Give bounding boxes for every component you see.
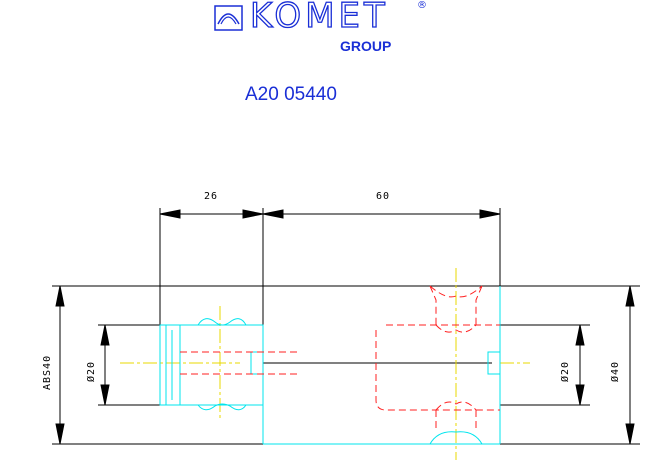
dim-bore-right: Ø20 — [559, 361, 571, 382]
brand-name: KOMET — [249, 0, 389, 37]
dim-abs: ABS40 — [42, 355, 53, 390]
part-number: A20 05440 — [245, 84, 337, 105]
dimension-lines — [55, 209, 635, 445]
brand-group: GROUP — [340, 38, 392, 54]
shank-outline — [159, 318, 264, 411]
hidden-lines — [180, 285, 500, 430]
komet-logo: KOMET ® GROUP — [212, 0, 442, 60]
dim-bore-left: Ø20 — [85, 361, 97, 382]
komet-emblem-icon — [214, 5, 243, 31]
registered-mark: ® — [417, 0, 427, 11]
dim-length-left: 26 — [204, 191, 218, 202]
dim-length-right: 60 — [376, 191, 390, 202]
dim-outer-diameter: Ø40 — [609, 361, 621, 382]
centerlines — [120, 268, 530, 460]
extension-lines — [52, 208, 640, 445]
body-outline — [262, 286, 501, 445]
